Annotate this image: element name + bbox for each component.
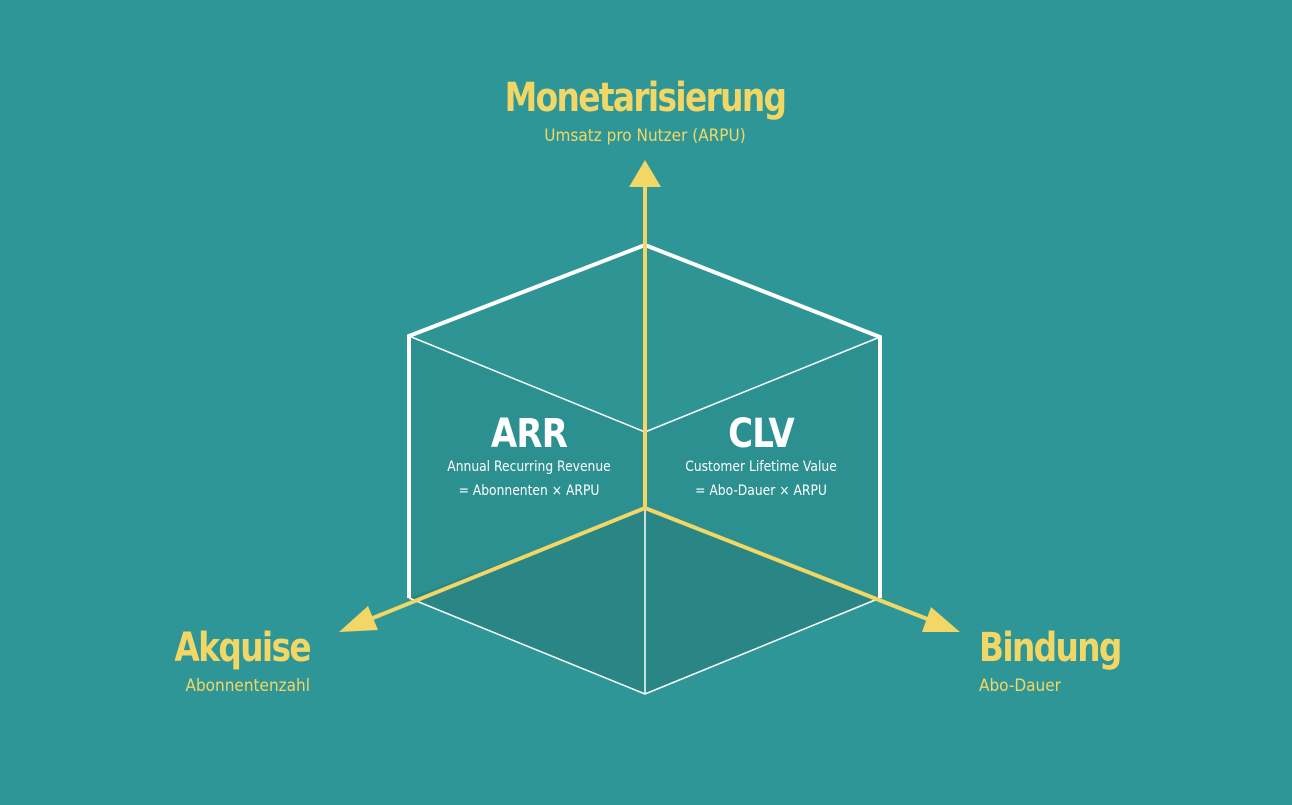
cube-face-right [645, 337, 880, 598]
axis-acquisition-title: Akquise [174, 625, 311, 671]
axis-retention-subtitle: Abo-Dauer [979, 676, 1061, 696]
arrow-down-left-icon [339, 606, 378, 632]
axis-monetization-title: Monetarisierung [504, 75, 787, 121]
axis-acquisition-line [367, 506, 646, 622]
axis-arrowheads [339, 160, 960, 632]
arrow-up-icon [629, 160, 661, 187]
arrow-down-right-icon [922, 607, 960, 632]
metric-clv-line1: Customer Lifetime Value [685, 459, 837, 475]
axis-acquisition-subtitle: Abonnentenzahl [185, 676, 310, 696]
axis-monetization-subtitle: Umsatz pro Nutzer (ARPU) [544, 126, 746, 146]
axes [367, 184, 936, 624]
cube-face-left [409, 336, 645, 598]
metric-clv-line2: = Abo-Dauer × ARPU [695, 483, 827, 499]
axis-retention-line [644, 506, 936, 624]
metric-arr-line2: = Abonnenten × ARPU [458, 483, 600, 499]
metric-clv-title: CLV [728, 411, 795, 457]
metric-arr-title: ARR [490, 411, 568, 457]
axis-retention-title: Bindung [979, 625, 1122, 671]
metric-arr-line1: Annual Recurring Revenue [447, 459, 611, 475]
cube-inner-edges [408, 335, 881, 695]
